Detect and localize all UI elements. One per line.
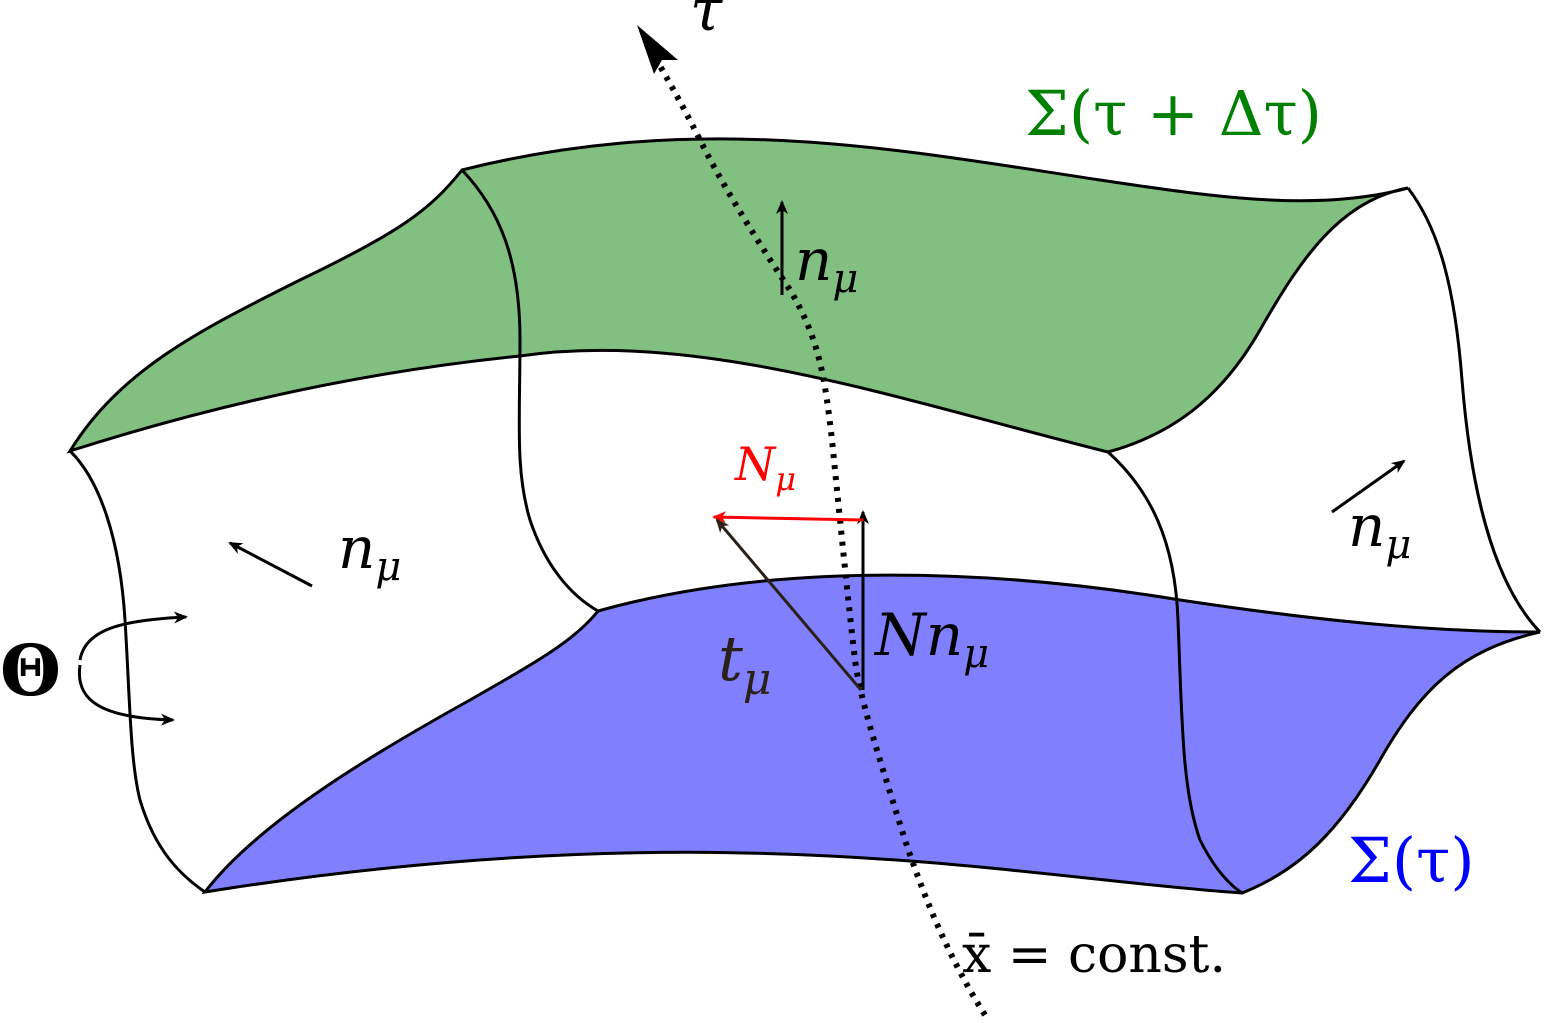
rotation-arrow-lower xyxy=(77,664,175,726)
normal-right-arrow xyxy=(1331,459,1406,514)
normal-top-label: nμ xyxy=(795,226,858,302)
right-boundary-face xyxy=(1406,187,1542,634)
shift-vector-arrow xyxy=(712,511,864,524)
top-surface xyxy=(66,137,1409,454)
bottom-surface xyxy=(201,573,1541,895)
lapse-normal-label: Nnμ xyxy=(873,601,989,677)
time-axis-label: τ xyxy=(690,0,723,44)
time-vector-arrow xyxy=(715,518,863,691)
boundary-rotation-label: Θ xyxy=(0,629,61,712)
bottom-surface-label: Σ(τ) xyxy=(1348,824,1475,897)
normal-left-arrow xyxy=(228,541,313,588)
time-vector-label: tμ xyxy=(718,622,772,705)
inner-edge-right xyxy=(1106,450,1243,895)
inner-edge-left xyxy=(460,168,599,613)
top-surface-label: Σ(τ + Δτ) xyxy=(1025,77,1322,150)
rotation-arrow-upper xyxy=(78,611,188,661)
time-axis-arrowhead xyxy=(637,25,678,74)
shift-vector-label: Nμ xyxy=(734,437,796,498)
left-boundary-face xyxy=(68,449,206,894)
normal-right-label: nμ xyxy=(1348,492,1411,568)
normal-left-label: nμ xyxy=(338,514,401,590)
worldline-condition-label: x̄ = const. xyxy=(962,925,1226,985)
